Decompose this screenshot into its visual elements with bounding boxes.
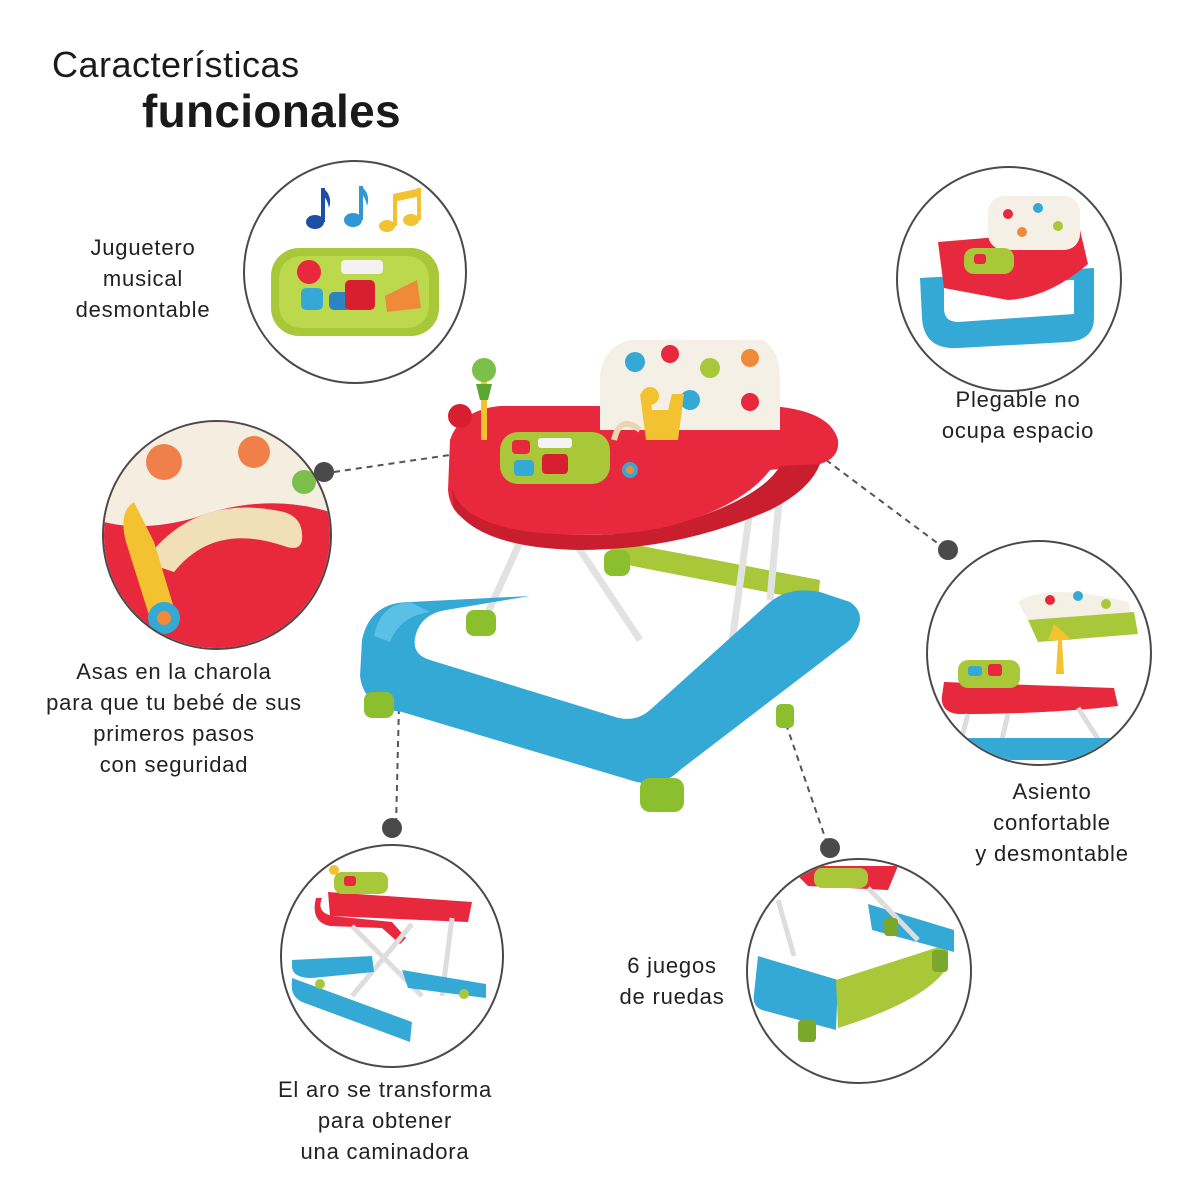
handles-label-line: con seguridad bbox=[99, 752, 249, 777]
toy-label-line: musical bbox=[102, 266, 184, 291]
connector-dot-wheels bbox=[820, 838, 840, 858]
seat-feature-label: Asiento confortable y desmontable bbox=[952, 776, 1152, 869]
connector-dot-ring bbox=[382, 818, 402, 838]
connector-dot-seat bbox=[938, 540, 958, 560]
ring-feature-label: El aro se transforma para obtener una ca… bbox=[240, 1074, 530, 1167]
foldable-label-line: ocupa espacio bbox=[941, 418, 1095, 443]
title-line-1: Características bbox=[52, 44, 300, 85]
ring-detail-circle bbox=[280, 844, 504, 1068]
seat-label-line: confortable bbox=[993, 810, 1111, 835]
foldable-feature-label: Plegable no ocupa espacio bbox=[900, 384, 1136, 446]
foldable-detail-circle bbox=[896, 166, 1122, 392]
ring-label-line: para obtener bbox=[317, 1108, 453, 1133]
title-line-2: funcionales bbox=[142, 85, 401, 137]
handles-label-line: primeros pasos bbox=[93, 721, 255, 746]
foldable-label-line: Plegable no bbox=[955, 387, 1081, 412]
music-note-icon bbox=[344, 186, 369, 227]
seat-label-line: y desmontable bbox=[975, 841, 1129, 866]
toy-feature-label: Juguetero musical desmontable bbox=[48, 232, 238, 325]
toy-label-line: desmontable bbox=[75, 297, 211, 322]
wheels-feature-label: 6 juegos de ruedas bbox=[598, 950, 746, 1012]
handles-label-line: Asas en la charola bbox=[76, 659, 272, 684]
music-note-icon bbox=[306, 188, 331, 229]
wheels-label-line: de ruedas bbox=[619, 984, 725, 1009]
handles-detail-circle bbox=[102, 420, 332, 650]
toy-detail-circle bbox=[243, 160, 467, 384]
ring-label-line: una caminadora bbox=[300, 1139, 470, 1164]
music-note-icon bbox=[379, 188, 421, 232]
toy-label-line: Juguetero bbox=[90, 235, 196, 260]
handles-label-line: para que tu bebé de sus bbox=[46, 690, 302, 715]
connector-dot-handles bbox=[314, 462, 334, 482]
seat-detail-circle bbox=[926, 540, 1152, 766]
wheels-label-line: 6 juegos bbox=[627, 953, 717, 978]
ring-label-line: El aro se transforma bbox=[277, 1077, 493, 1102]
seat-label-line: Asiento bbox=[1012, 779, 1092, 804]
baby-walker-product-image bbox=[360, 340, 860, 812]
wheels-detail-circle bbox=[746, 858, 972, 1084]
handles-feature-label: Asas en la charola para que tu bebé de s… bbox=[16, 656, 332, 780]
